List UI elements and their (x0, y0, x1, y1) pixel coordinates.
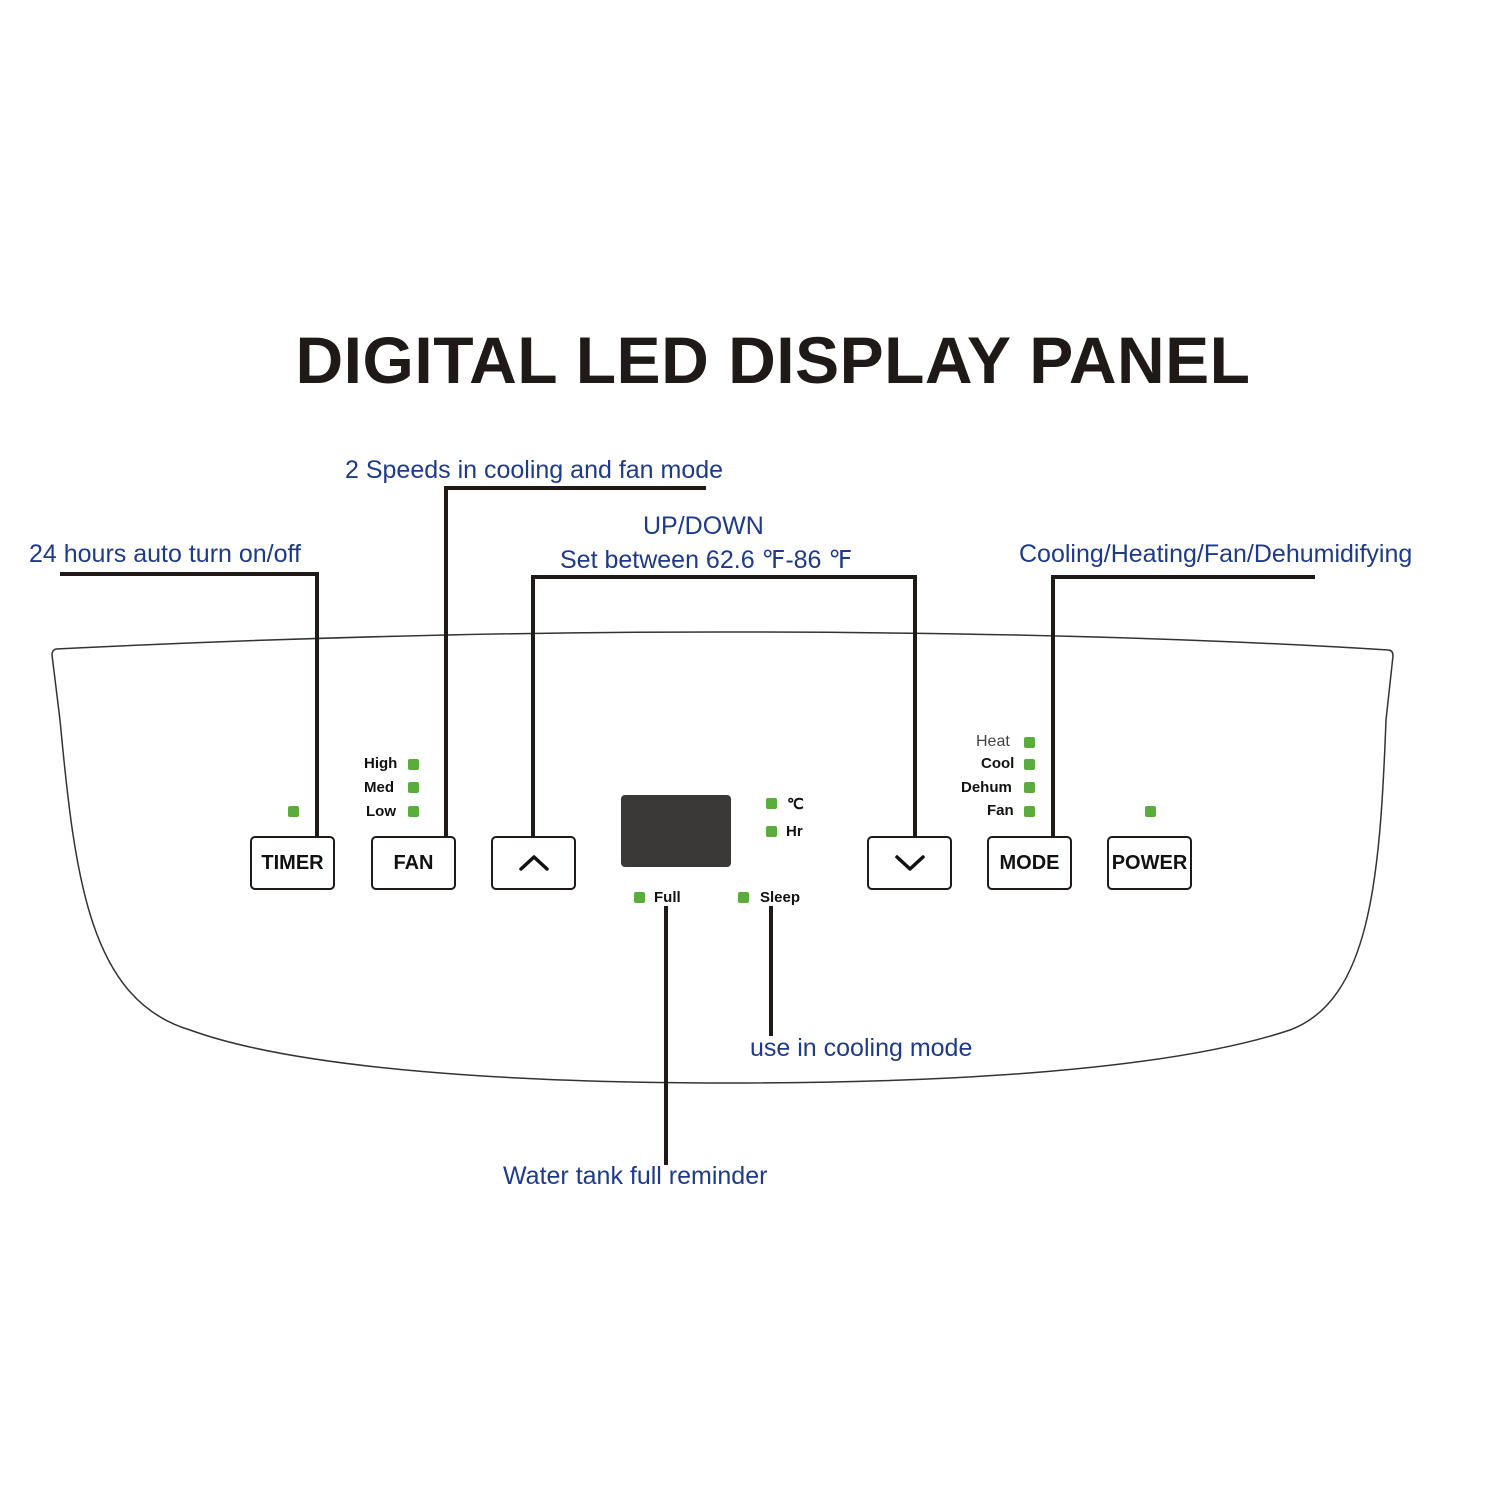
chevron-down-icon (894, 855, 925, 871)
hour-label: Hr (786, 823, 803, 840)
annotation-sleep: use in cooling mode (750, 1034, 973, 1062)
celsius-label: ℃ (787, 796, 804, 813)
annotation-fan: 2 Speeds in cooling and fan mode (345, 456, 724, 484)
mode-button[interactable]: MODE (987, 836, 1072, 890)
fan-speed-led-low (408, 806, 419, 817)
up-button[interactable] (491, 836, 576, 890)
down-button[interactable] (867, 836, 952, 890)
fan-speed-label-low: Low (366, 803, 396, 820)
annotation-mode: Cooling/Heating/Fan/Dehumidifying (1019, 540, 1413, 568)
mode-label-cool: Cool (981, 755, 1015, 772)
timer-led (288, 806, 299, 817)
fan-speed-label-med: Med (364, 779, 394, 796)
mode-led-fan (1024, 806, 1035, 817)
fan-speed-led-high (408, 759, 419, 770)
leader-line-fan (444, 486, 706, 836)
annotation-updown-title: UP/DOWN (643, 512, 764, 540)
full-led (634, 892, 645, 903)
mode-label-heat: Heat (976, 733, 1010, 750)
sleep-led (738, 892, 749, 903)
page-title: DIGITAL LED DISPLAY PANEL (295, 323, 1251, 397)
chevron-up-icon (518, 855, 549, 871)
timer-button[interactable]: TIMER (250, 836, 335, 890)
annotation-full: Water tank full reminder (503, 1162, 768, 1190)
fan-speed-led-med (408, 782, 419, 793)
hour-led (766, 826, 777, 837)
panel-outline (51, 631, 1394, 1084)
leader-line-updown (531, 575, 917, 836)
power-button[interactable]: POWER (1107, 836, 1192, 890)
mode-label-fan: Fan (987, 802, 1014, 819)
annotation-timer: 24 hours auto turn on/off (29, 540, 301, 568)
fan-button[interactable]: FAN (371, 836, 456, 890)
leader-line-mode (1051, 575, 1315, 836)
mode-led-cool (1024, 759, 1035, 770)
digital-display (621, 795, 731, 867)
full-label: Full (654, 889, 681, 906)
mode-led-dehum (1024, 782, 1035, 793)
mode-led-heat (1024, 737, 1035, 748)
leader-line-timer (60, 572, 319, 836)
mode-label-dehum: Dehum (961, 779, 1012, 796)
celsius-led (766, 798, 777, 809)
sleep-label: Sleep (760, 889, 801, 906)
fan-speed-label-high: High (364, 755, 398, 772)
power-led (1145, 806, 1156, 817)
annotation-updown-range: Set between 62.6 ℉-86 ℉ (560, 546, 853, 574)
